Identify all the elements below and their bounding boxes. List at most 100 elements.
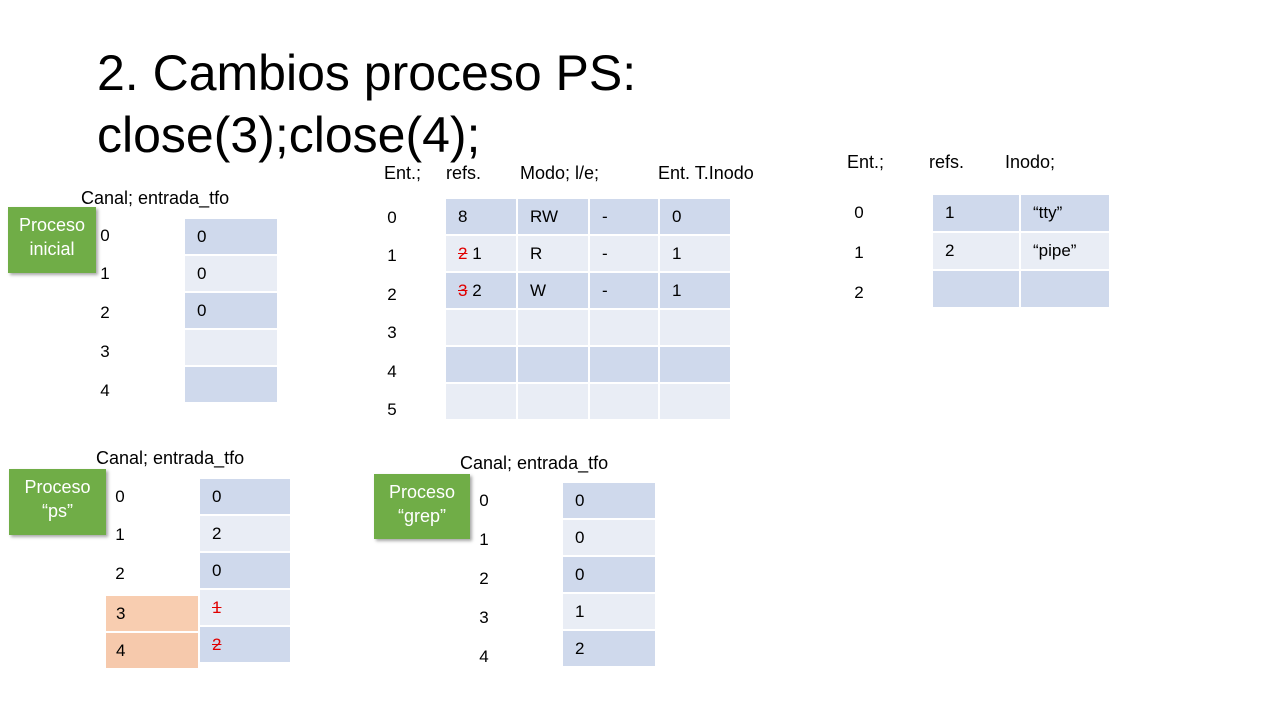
ficheros-le-2: - [588, 271, 660, 310]
grep-channel-table: 0 0 0 1 2 [561, 481, 657, 668]
ps-canal-4: 4 [104, 631, 200, 670]
ps-canal-1: 1 [115, 525, 125, 544]
ficheros-table: 8 RW - 0 2 1 R - 1 3 2 W - 1 [444, 197, 732, 421]
ficheros-row-5 [444, 382, 732, 421]
ficheros-header-ent: Ent.; [384, 163, 422, 183]
ficheros-row-4 [444, 345, 732, 384]
inicial-canal-0: 0 [100, 226, 110, 245]
inodos-row-1: 2 “pipe” [931, 231, 1111, 271]
inodos-ent-1: 1 [854, 243, 864, 262]
inodos-refs-2 [931, 269, 1021, 309]
ficheros-refs-value-0: 8 [458, 206, 468, 226]
ficheros-refs-1: 2 1 [444, 234, 518, 273]
inodos-table: 1 “tty” 2 “pipe” [931, 193, 1111, 309]
ps-entrada-4-struck: 2 [212, 634, 222, 654]
inodos-inodo-2 [1019, 269, 1111, 309]
ficheros-modo-3 [516, 308, 590, 347]
ficheros-ent-0: 0 [387, 208, 397, 227]
inicial-channel-table: 0 0 0 [183, 217, 279, 404]
inicial-canal-2: 2 [100, 303, 110, 322]
process-grep-label: Proceso “grep” [388, 482, 456, 526]
inodos-row-2 [931, 269, 1111, 309]
process-ps-label: Proceso “ps” [24, 477, 91, 521]
ficheros-inodo-3 [658, 308, 732, 347]
grep-canal-3: 3 [479, 608, 489, 627]
ficheros-inodo-5 [658, 382, 732, 421]
ps-entrada-4: 2 [198, 625, 292, 664]
inicial-entrada-1: 0 [183, 254, 279, 293]
inicial-entrada-0: 0 [183, 217, 279, 256]
inodos-header-inodo: Inodo; [1005, 152, 1056, 172]
inicial-entrada-3 [183, 328, 279, 367]
inodos-ent-0: 0 [854, 203, 864, 222]
grep-canal-2: 2 [479, 569, 489, 588]
ficheros-inodo-2: 1 [658, 271, 732, 310]
grep-canal-4: 4 [479, 647, 489, 666]
inicial-canal-4: 4 [100, 381, 110, 400]
ps-closed-canal-cells: 3 4 [104, 594, 200, 670]
grep-entrada-4: 2 [561, 629, 657, 668]
ficheros-row-1: 2 1 R - 1 [444, 234, 732, 273]
inodos-inodo-0: “tty” [1019, 193, 1111, 233]
inicial-canal-1: 1 [100, 264, 110, 283]
grep-header: Canal; entrada_tfo [460, 453, 609, 473]
ps-canal-2: 2 [115, 564, 125, 583]
ps-entrada-0: 0 [198, 477, 292, 516]
ps-canal-3: 3 [104, 594, 200, 633]
ficheros-refs-4 [444, 345, 518, 384]
inodos-refs-0: 1 [931, 193, 1021, 233]
process-ps-box[interactable]: Proceso “ps” [9, 469, 106, 535]
ficheros-refs-old-2: 3 [458, 280, 468, 300]
ficheros-refs-value-1: 1 [472, 243, 482, 263]
ficheros-modo-1: R [516, 234, 590, 273]
ficheros-row-0: 8 RW - 0 [444, 197, 732, 236]
inicial-entrada-4 [183, 365, 279, 404]
ficheros-le-5 [588, 382, 660, 421]
ps-entrada-2: 0 [198, 551, 292, 590]
ps-header: Canal; entrada_tfo [96, 448, 245, 468]
ficheros-refs-3 [444, 308, 518, 347]
ps-entrada-3-struck: 1 [212, 597, 222, 617]
process-inicial-box[interactable]: Proceso inicial [8, 207, 96, 273]
inodos-header-refs: refs. [929, 152, 965, 172]
ps-entrada-3: 1 [198, 588, 292, 627]
grep-canal-0: 0 [479, 491, 489, 510]
ficheros-row-3 [444, 308, 732, 347]
ficheros-le-4 [588, 345, 660, 384]
ps-canal-0: 0 [115, 487, 125, 506]
ps-channel-table: 0 2 0 1 2 [198, 477, 292, 664]
process-grep-box[interactable]: Proceso “grep” [374, 474, 470, 539]
ficheros-header-modo: Modo; l/e; [520, 163, 600, 183]
grep-entrada-0: 0 [561, 481, 657, 520]
ficheros-inodo-0: 0 [658, 197, 732, 236]
ficheros-ent-2: 2 [387, 285, 397, 304]
ficheros-le-3 [588, 308, 660, 347]
inicial-entrada-2: 0 [183, 291, 279, 330]
ficheros-inodo-1: 1 [658, 234, 732, 273]
inodos-header-ent: Ent.; [847, 152, 885, 172]
ps-entrada-1: 2 [198, 514, 292, 553]
ficheros-refs-5 [444, 382, 518, 421]
process-inicial-label: Proceso inicial [18, 215, 86, 259]
inodos-inodo-1: “pipe” [1019, 231, 1111, 271]
ficheros-modo-4 [516, 345, 590, 384]
ficheros-modo-2: W [516, 271, 590, 310]
inodos-refs-1: 2 [931, 231, 1021, 271]
inicial-canal-3: 3 [100, 342, 110, 361]
ficheros-refs-value-2: 2 [472, 280, 482, 300]
ficheros-inodo-4 [658, 345, 732, 384]
ficheros-ent-4: 4 [387, 362, 397, 381]
inodos-ent-2: 2 [854, 283, 864, 302]
ficheros-refs-2: 3 2 [444, 271, 518, 310]
ficheros-ent-5: 5 [387, 400, 397, 419]
ficheros-row-2: 3 2 W - 1 [444, 271, 732, 310]
ficheros-header-refs: refs. [446, 163, 482, 183]
ficheros-modo-0: RW [516, 197, 590, 236]
grep-canal-1: 1 [479, 530, 489, 549]
inicial-header: Canal; entrada_tfo [81, 188, 230, 208]
ficheros-le-0: - [588, 197, 660, 236]
grep-entrada-3: 1 [561, 592, 657, 631]
ficheros-modo-5 [516, 382, 590, 421]
ficheros-refs-old-1: 2 [458, 243, 468, 263]
ficheros-ent-3: 3 [387, 323, 397, 342]
